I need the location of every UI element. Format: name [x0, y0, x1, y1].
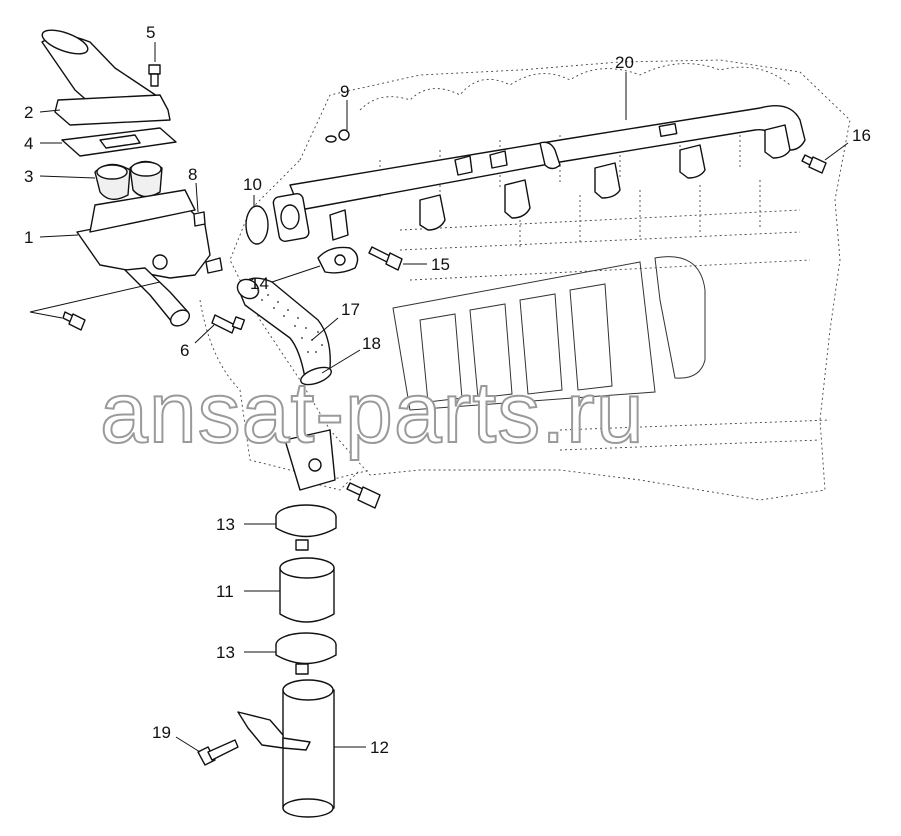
callout-1: 1 [24, 228, 33, 247]
callout-4: 4 [24, 134, 33, 153]
callout-14: 14 [250, 274, 269, 293]
hose-17-texture [257, 289, 323, 353]
clamp-13-lower [275, 632, 337, 675]
bolt-16 [801, 154, 827, 174]
bolt-19 [197, 739, 239, 766]
gasket-4 [61, 127, 177, 157]
callout-10: 10 [243, 175, 262, 194]
clamp-13-upper [275, 504, 337, 551]
pump-inlet [284, 429, 336, 491]
sensor-6 [211, 314, 246, 334]
pipe-12 [237, 679, 335, 818]
callout-5: 5 [146, 23, 155, 42]
bolt-15 [368, 246, 403, 271]
hose-17 [236, 277, 331, 379]
callout-20: 20 [615, 53, 634, 72]
callout-15: 15 [431, 255, 450, 274]
callout-labels: 5 2 4 3 1 8 6 9 10 14 15 16 17 18 20 13 … [24, 23, 871, 757]
callout-18: 18 [362, 334, 381, 353]
bolt-5 [148, 64, 161, 87]
bolt-8 [193, 211, 223, 274]
callout-13-upper: 13 [216, 515, 235, 534]
callout-6: 6 [180, 341, 189, 360]
callout-8: 8 [188, 165, 197, 184]
callout-3: 3 [24, 167, 33, 186]
sleeve-11 [279, 557, 335, 623]
gasket-o-ring-10 [245, 205, 269, 245]
thermostat-housing-1 [76, 189, 211, 327]
callout-17: 17 [341, 300, 360, 319]
manifold-pipe-20 [272, 105, 806, 243]
nut-9 [325, 129, 350, 143]
callout-9: 9 [340, 82, 349, 101]
thermostats-3 [94, 160, 163, 200]
bolt-left [62, 311, 86, 331]
callout-13-lower: 13 [216, 643, 235, 662]
callout-19: 19 [152, 723, 171, 742]
callout-2: 2 [24, 103, 33, 122]
gasket-14-hole [334, 254, 346, 266]
outlet-elbow-2 [41, 29, 171, 126]
callout-11: 11 [216, 582, 234, 601]
callout-16: 16 [852, 126, 871, 145]
leader-lines [29, 42, 849, 753]
callout-12: 12 [370, 738, 389, 757]
bolt-pump [346, 482, 381, 509]
watermark-text: ansat-parts.ru [100, 365, 645, 461]
